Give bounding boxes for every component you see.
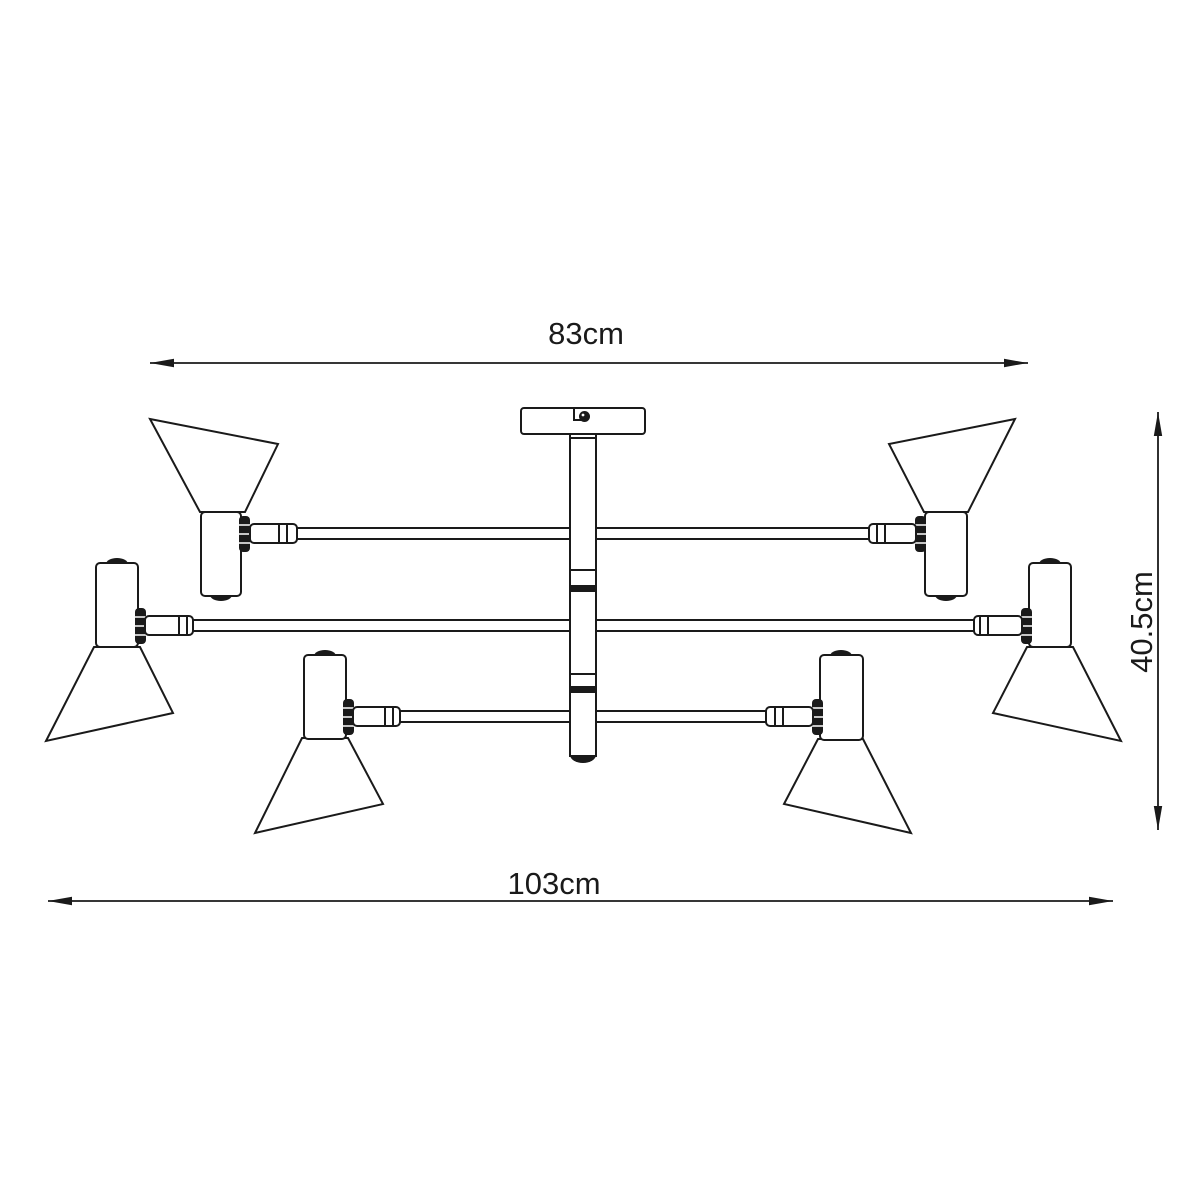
- arm-connector: [249, 523, 298, 544]
- socket-cap: [314, 650, 336, 656]
- spotlight-far-left: [44, 558, 194, 743]
- shade-cone: [148, 417, 280, 513]
- shade-cone: [44, 646, 175, 743]
- shade-cone: [991, 646, 1123, 743]
- side-height-label: 40.5cm: [1124, 571, 1159, 673]
- arrowhead-left-icon: [48, 896, 72, 906]
- arm-connector: [352, 706, 401, 727]
- ceiling-canopy: [520, 407, 646, 435]
- lamp-body: [1028, 562, 1072, 648]
- spotlight-upper-right: [868, 417, 1017, 601]
- lamp-body: [95, 562, 139, 648]
- lamp-body: [819, 654, 864, 741]
- arm-connector: [973, 615, 1023, 636]
- swivel-joint: [812, 699, 823, 735]
- shade-cone: [887, 417, 1017, 513]
- dimension-width-top: 83cm: [150, 316, 1028, 368]
- spotlight-far-right: [973, 558, 1123, 743]
- canopy-screw-highlight: [581, 413, 585, 417]
- socket-cap: [210, 595, 232, 601]
- arm-connector: [765, 706, 814, 727]
- spotlight-lower-right: [765, 650, 913, 835]
- socket-cap: [830, 650, 852, 656]
- shade-cone: [253, 737, 385, 835]
- column-end-cap: [570, 755, 596, 763]
- spotlight-upper-left: [148, 417, 298, 601]
- socket-cap: [106, 558, 128, 564]
- center-column: [569, 433, 597, 763]
- arrowhead-left-icon: [150, 358, 174, 368]
- column-band: [569, 686, 597, 693]
- top-width-label: 83cm: [548, 316, 624, 351]
- spotlight-lower-left: [253, 650, 401, 835]
- dimension-width-bottom: 103cm: [48, 866, 1113, 906]
- arrowhead-right-icon: [1004, 358, 1028, 368]
- swivel-joint: [1021, 608, 1032, 644]
- column-band: [569, 585, 597, 592]
- swivel-joint: [343, 699, 354, 735]
- canopy-screw: [579, 411, 590, 422]
- column-body: [569, 433, 597, 757]
- lamp-body: [303, 654, 347, 740]
- socket-cap: [1039, 558, 1061, 564]
- lamp-body: [924, 511, 968, 597]
- lamp-body: [200, 511, 242, 597]
- socket-cap: [935, 595, 957, 601]
- arm-connector: [144, 615, 194, 636]
- shade-cone: [782, 738, 913, 835]
- canopy-bracket: [573, 409, 583, 421]
- arm-connector: [868, 523, 917, 544]
- arrowhead-down-icon: [1153, 806, 1163, 830]
- bottom-width-label: 103cm: [507, 866, 600, 901]
- dimension-height-right: 40.5cm: [1124, 412, 1163, 830]
- swivel-joint: [239, 516, 250, 552]
- arrowhead-up-icon: [1153, 412, 1163, 436]
- arrowhead-right-icon: [1089, 896, 1113, 906]
